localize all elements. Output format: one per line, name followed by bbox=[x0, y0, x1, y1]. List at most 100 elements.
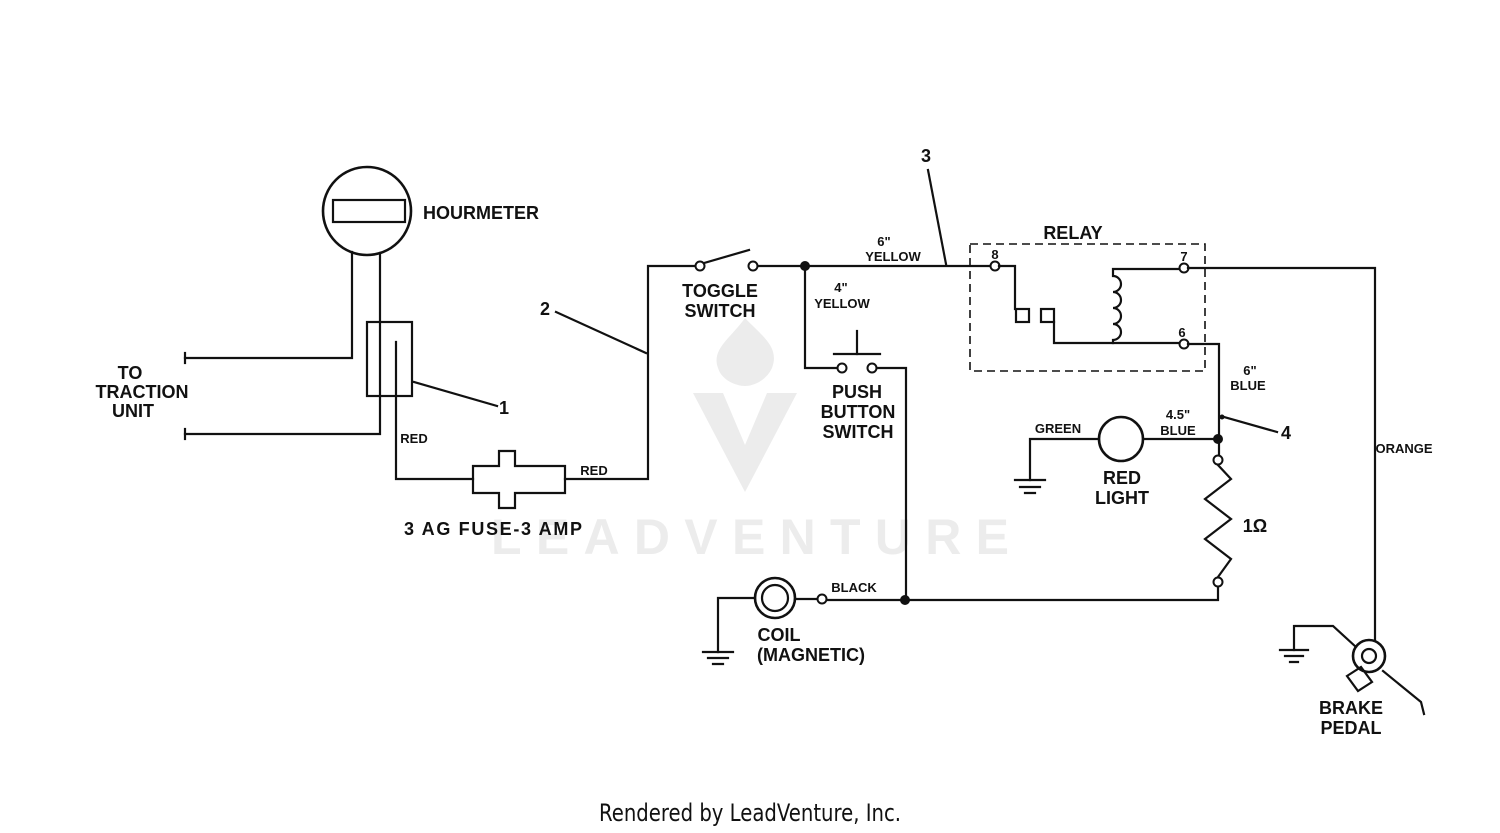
hourmeter-lead-upper bbox=[183, 250, 354, 360]
brake-pedal-lever bbox=[1294, 624, 1426, 716]
magnetic-coil: BLACK COIL (MAGNETIC) bbox=[701, 576, 1220, 666]
wire-4: 6" BLUE 4 4.5" BLUE bbox=[1160, 342, 1291, 457]
relay-terminal-7-label: 7 bbox=[1180, 249, 1187, 264]
wire-label-yellow-6in: YELLOW bbox=[865, 249, 921, 264]
push-button-label-line-2: BUTTON bbox=[821, 402, 896, 422]
hourmeter-body bbox=[321, 165, 413, 257]
toggle-switch-label-line-1: TOGGLE bbox=[682, 281, 758, 301]
component-1: 1 RED bbox=[365, 320, 509, 481]
callout-2-leader bbox=[554, 310, 648, 355]
callout-1-leader bbox=[412, 380, 499, 408]
wire-red-hourmeter bbox=[394, 340, 475, 481]
wire-label-yellow-4in: YELLOW bbox=[814, 296, 870, 311]
toggle-lever bbox=[702, 248, 751, 265]
relay-label: RELAY bbox=[1043, 223, 1102, 243]
callout-4-leader bbox=[1222, 415, 1279, 434]
wire-push-button-to-coil bbox=[875, 366, 908, 602]
coil-ground-lead bbox=[716, 596, 757, 654]
traction-unit-label-line-1: TO bbox=[118, 363, 143, 383]
brake-pedal-label-line-2: PEDAL bbox=[1320, 718, 1381, 738]
wire-label-red-hourmeter: RED bbox=[400, 431, 427, 446]
relay-enclosure bbox=[969, 243, 1206, 372]
ground-icon-brake bbox=[1278, 648, 1310, 664]
wire-label-green: GREEN bbox=[1035, 421, 1081, 436]
wire-black bbox=[825, 585, 1220, 602]
wire-yellow-4in bbox=[803, 264, 839, 370]
hourmeter-display bbox=[331, 198, 407, 224]
callout-2: 2 bbox=[540, 299, 550, 319]
relay-coil bbox=[1111, 267, 1182, 345]
coil-inner bbox=[760, 583, 790, 613]
fuse-body bbox=[471, 449, 567, 510]
watermark-flame-logo bbox=[716, 318, 774, 386]
wire-label-blue-4-5in: BLUE bbox=[1160, 423, 1196, 438]
brake-pedal: BRAKE PEDAL bbox=[1278, 624, 1426, 738]
resistor: 1Ω bbox=[1203, 454, 1267, 588]
wire-length-blue-4-5in: 4.5" bbox=[1166, 407, 1190, 422]
ground-icon-red-light bbox=[1013, 478, 1047, 495]
push-button-contact-right bbox=[866, 362, 878, 374]
toggle-switch: TOGGLE SWITCH bbox=[682, 248, 759, 321]
toggle-contact-right bbox=[747, 260, 759, 272]
fuse-label: 3 AG FUSE-3 AMP bbox=[404, 519, 582, 539]
red-light-lamp bbox=[1097, 415, 1145, 463]
brake-switch-inner bbox=[1360, 647, 1378, 665]
brake-pedal-label-line-1: BRAKE bbox=[1319, 698, 1383, 718]
wire-red-fuse-to-toggle bbox=[563, 264, 698, 481]
relay-contact-moving bbox=[1039, 307, 1056, 324]
relay-contact-lead bbox=[997, 264, 1017, 311]
red-light: GREEN RED LIGHT bbox=[1013, 415, 1220, 508]
connector-block bbox=[365, 320, 414, 398]
wire-label-orange: ORANGE bbox=[1375, 441, 1432, 456]
wire-3: 3 6" YELLOW bbox=[756, 146, 992, 271]
toggle-contact-left bbox=[694, 260, 706, 272]
push-button-switch: 4" YELLOW PUSH BUTTON SWITCH bbox=[803, 264, 910, 605]
brake-pedal-pad bbox=[1345, 665, 1374, 693]
hourmeter-lead-lower bbox=[183, 251, 382, 436]
wire-blue-6in bbox=[1186, 342, 1221, 457]
hourmeter: HOURMETER bbox=[321, 165, 539, 257]
wire-green bbox=[1028, 437, 1101, 482]
relay-contact-return bbox=[1052, 320, 1182, 345]
callout-4: 4 bbox=[1281, 423, 1291, 443]
resistor-terminal-bottom bbox=[1212, 576, 1224, 588]
wire-label-red-fuse: RED bbox=[580, 463, 607, 478]
wire-length-blue-6in: 6" bbox=[1243, 363, 1256, 378]
wire-2: 2 bbox=[540, 264, 698, 481]
relay-terminal-8-label: 8 bbox=[991, 247, 998, 262]
traction-unit-label-line-3: UNIT bbox=[112, 401, 154, 421]
relay-contact-fixed bbox=[1014, 307, 1031, 324]
wire-label-black: BLACK bbox=[831, 580, 877, 595]
wire-length-yellow-4in: 4" bbox=[834, 280, 847, 295]
coil-label-line-2: (MAGNETIC) bbox=[757, 645, 865, 665]
watermark: LEADVENTURE bbox=[491, 318, 1009, 565]
relay: RELAY 8 7 6 bbox=[969, 223, 1206, 372]
wire-label-blue-6in: BLUE bbox=[1230, 378, 1266, 393]
resistor-terminal-top bbox=[1212, 454, 1224, 466]
toggle-switch-label-line-2: SWITCH bbox=[685, 301, 756, 321]
brake-switch-outer bbox=[1351, 638, 1387, 674]
push-button-contact-left bbox=[836, 362, 848, 374]
resistor-label: 1Ω bbox=[1243, 516, 1267, 536]
watermark-text: LEADVENTURE bbox=[491, 509, 1009, 565]
wire-orange bbox=[1186, 266, 1377, 642]
watermark-v-logo bbox=[693, 393, 797, 492]
push-button-label-line-1: PUSH bbox=[832, 382, 882, 402]
traction-unit-label-line-2: TRACTION bbox=[96, 382, 189, 402]
footer-credit: Rendered by LeadVenture, Inc. bbox=[599, 799, 901, 827]
coil-terminal bbox=[816, 593, 828, 605]
resistor-zigzag bbox=[1203, 463, 1233, 579]
fuse: 3 AG FUSE-3 AMP RED bbox=[404, 449, 608, 539]
coil-label-line-1: COIL bbox=[758, 625, 801, 645]
traction-unit-leads: TO TRACTION UNIT bbox=[96, 250, 382, 441]
wire-orange-group: ORANGE bbox=[1186, 266, 1433, 642]
red-light-label-line-2: LIGHT bbox=[1095, 488, 1149, 508]
hourmeter-label: HOURMETER bbox=[423, 203, 539, 223]
red-light-label-line-1: RED bbox=[1103, 468, 1141, 488]
ground-icon-coil bbox=[701, 650, 735, 666]
callout-1: 1 bbox=[499, 398, 509, 418]
push-button-label-line-3: SWITCH bbox=[823, 422, 894, 442]
wire-length-yellow-6in: 6" bbox=[877, 234, 890, 249]
callout-3: 3 bbox=[921, 146, 931, 166]
